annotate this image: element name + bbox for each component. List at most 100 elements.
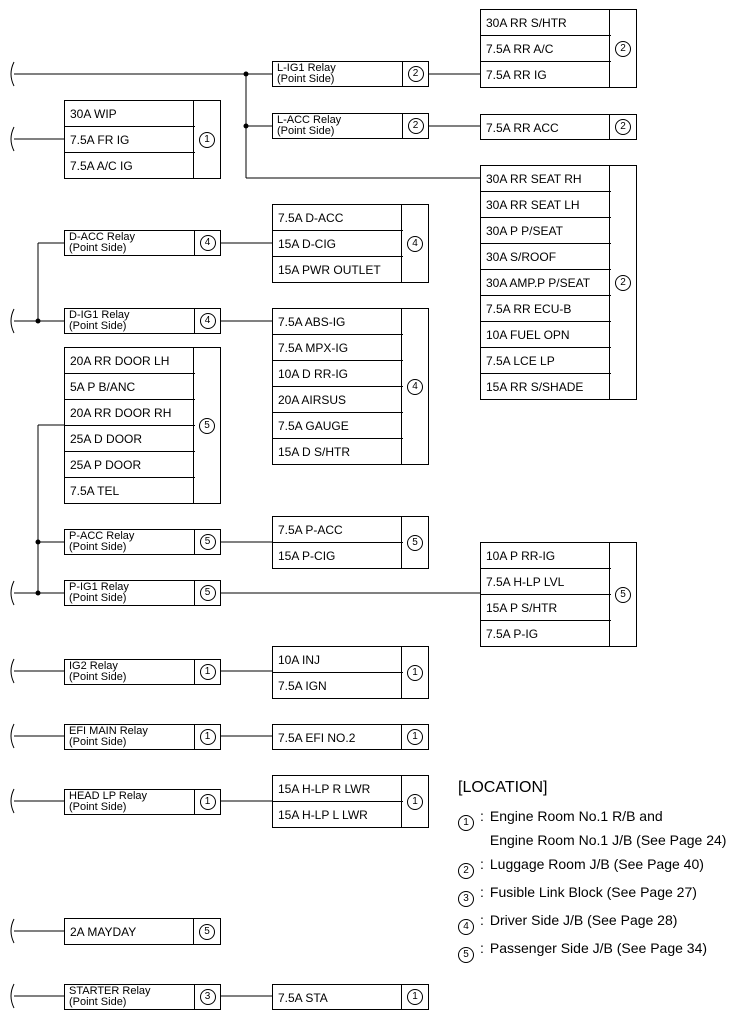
relay-name: P-IG1 Relay (69, 581, 129, 593)
location-circle-icon: 4 (407, 235, 423, 252)
fuse-cell: 7.5A IGN (278, 679, 327, 693)
relay-side: (Point Side) (69, 996, 127, 1008)
fuse-cell: 25A P DOOR (65, 452, 195, 478)
relay-side: (Point Side) (69, 671, 127, 683)
legend-text: Passenger Side J/B (See Page 34) (489, 940, 708, 956)
fuse-cell: 30A RR SEAT LH (481, 192, 611, 218)
fuse-cell: 30A WIP (65, 101, 195, 127)
location-circle-icon: 1 (458, 815, 474, 831)
fuse-cell: 7.5A TEL (70, 484, 120, 498)
relay-starter: STARTER Relay(Point Side) 3 (64, 984, 221, 1010)
fuse-cell: 10A D RR-IG (273, 361, 403, 387)
location-circle-icon: 2 (615, 274, 631, 291)
relay-name: L-ACC Relay (277, 114, 342, 126)
fuse-cell: 20A RR DOOR RH (65, 400, 195, 426)
wire-break-mark (10, 61, 15, 87)
relay-name: EFI MAIN Relay (69, 725, 148, 737)
relay-efi-main: EFI MAIN Relay(Point Side) 1 (64, 724, 221, 750)
fuse-cell: 25A D DOOR (65, 426, 195, 452)
relay-ig2: IG2 Relay(Point Side) 1 (64, 659, 221, 685)
location-circle-icon: 2 (407, 118, 424, 134)
fuse-cell: 7.5A STA (278, 991, 328, 1005)
relay-name: STARTER Relay (69, 985, 151, 997)
legend-text: Luggage Room J/B (See Page 40) (489, 856, 704, 872)
fuse-cell: 10A P RR-IG (481, 543, 611, 569)
legend-colon: : (480, 856, 484, 872)
location-circle-icon: 4 (199, 313, 216, 329)
fuse-cell: 30A S/ROOF (481, 244, 611, 270)
fuse-cell: 15A RR S/SHADE (486, 380, 584, 394)
fuse-cell: 7.5A RR ACC (486, 121, 559, 135)
fuse-cell: 30A RR SEAT RH (481, 166, 611, 192)
relay-name: IG2 Relay (69, 660, 118, 672)
relay-side: (Point Side) (69, 541, 127, 553)
location-circle-icon: 2 (615, 40, 631, 57)
location-circle-icon: 4 (407, 378, 423, 395)
relay-side: (Point Side) (277, 125, 335, 137)
location-circle-icon: 2 (407, 66, 424, 82)
fuse-cell: 30A P P/SEAT (481, 218, 611, 244)
legend-text: Fusible Link Block (See Page 27) (489, 884, 697, 900)
relay-side: (Point Side) (69, 592, 127, 604)
location-circle-icon: 2 (458, 863, 474, 879)
fuse-cell: 15A D S/HTR (278, 445, 351, 459)
fuse-cell: 7.5A P-ACC (273, 517, 403, 543)
wire-break-mark (10, 126, 15, 152)
relay-side: (Point Side) (69, 801, 127, 813)
location-circle-icon: 1 (407, 793, 423, 810)
fuse-cell: 15A P S/HTR (481, 595, 611, 621)
fuse-cell: 7.5A RR ECU-B (481, 296, 611, 322)
fuse-cell: 7.5A ABS-IG (273, 309, 403, 335)
relay-side: (Point Side) (69, 242, 127, 254)
fuse-cell: 5A P B/ANC (65, 374, 195, 400)
location-circle-icon: 5 (199, 585, 216, 601)
relay-name: P-ACC Relay (69, 530, 135, 542)
fuse-cell: 15A D-CIG (273, 231, 403, 257)
legend-item: 4: Driver Side J/B (See Page 28) (458, 908, 726, 936)
legend-text: Driver Side J/B (See Page 28) (489, 912, 678, 928)
location-circle-icon: 1 (199, 729, 216, 745)
relay-name: D-ACC Relay (69, 231, 136, 243)
fuse-cell: 15A PWR OUTLET (278, 263, 381, 277)
location-circle-icon: 4 (458, 919, 474, 935)
relay-head-lp: HEAD LP Relay(Point Side) 1 (64, 789, 221, 815)
wire-break-mark (10, 983, 15, 1009)
fuse-cell: 10A FUEL OPN (481, 322, 611, 348)
fuse-cell: 7.5A GAUGE (273, 413, 403, 439)
fuse-cell: 7.5A H-LP LVL (481, 569, 611, 595)
location-circle-icon: 1 (199, 664, 216, 680)
legend-colon: : (480, 912, 484, 928)
location-circle-icon: 1 (407, 664, 423, 681)
relay-l-acc: L-ACC Relay(Point Side) 2 (272, 113, 429, 139)
fuse-cell: 20A RR DOOR LH (65, 348, 195, 374)
legend-text: Engine Room No.1 J/B (See Page 24) (489, 832, 727, 848)
location-circle-icon: 5 (615, 586, 631, 603)
fuse-cell: 15A H-LP R LWR (273, 776, 403, 802)
relay-side: (Point Side) (69, 320, 127, 332)
fuse-cell: 7.5A EFI NO.2 (278, 731, 356, 745)
relay-name: D-IG1 Relay (69, 309, 130, 321)
fuse-cell: 15A H-LP L LWR (278, 808, 368, 822)
wire-break-mark (10, 723, 15, 749)
location-circle-icon: 1 (199, 131, 215, 148)
wire-break-mark (10, 788, 15, 814)
wire-break-mark (10, 918, 15, 944)
legend-colon: : (480, 808, 484, 824)
legend-colon: : (480, 940, 484, 956)
fuse-cell: 2A MAYDAY (70, 925, 137, 939)
junction-dot (35, 590, 41, 596)
relay-d-ig1: D-IG1 Relay(Point Side) 4 (64, 308, 221, 334)
location-circle-icon: 4 (199, 235, 216, 251)
fuse-cell: 7.5A RR IG (486, 68, 547, 82)
